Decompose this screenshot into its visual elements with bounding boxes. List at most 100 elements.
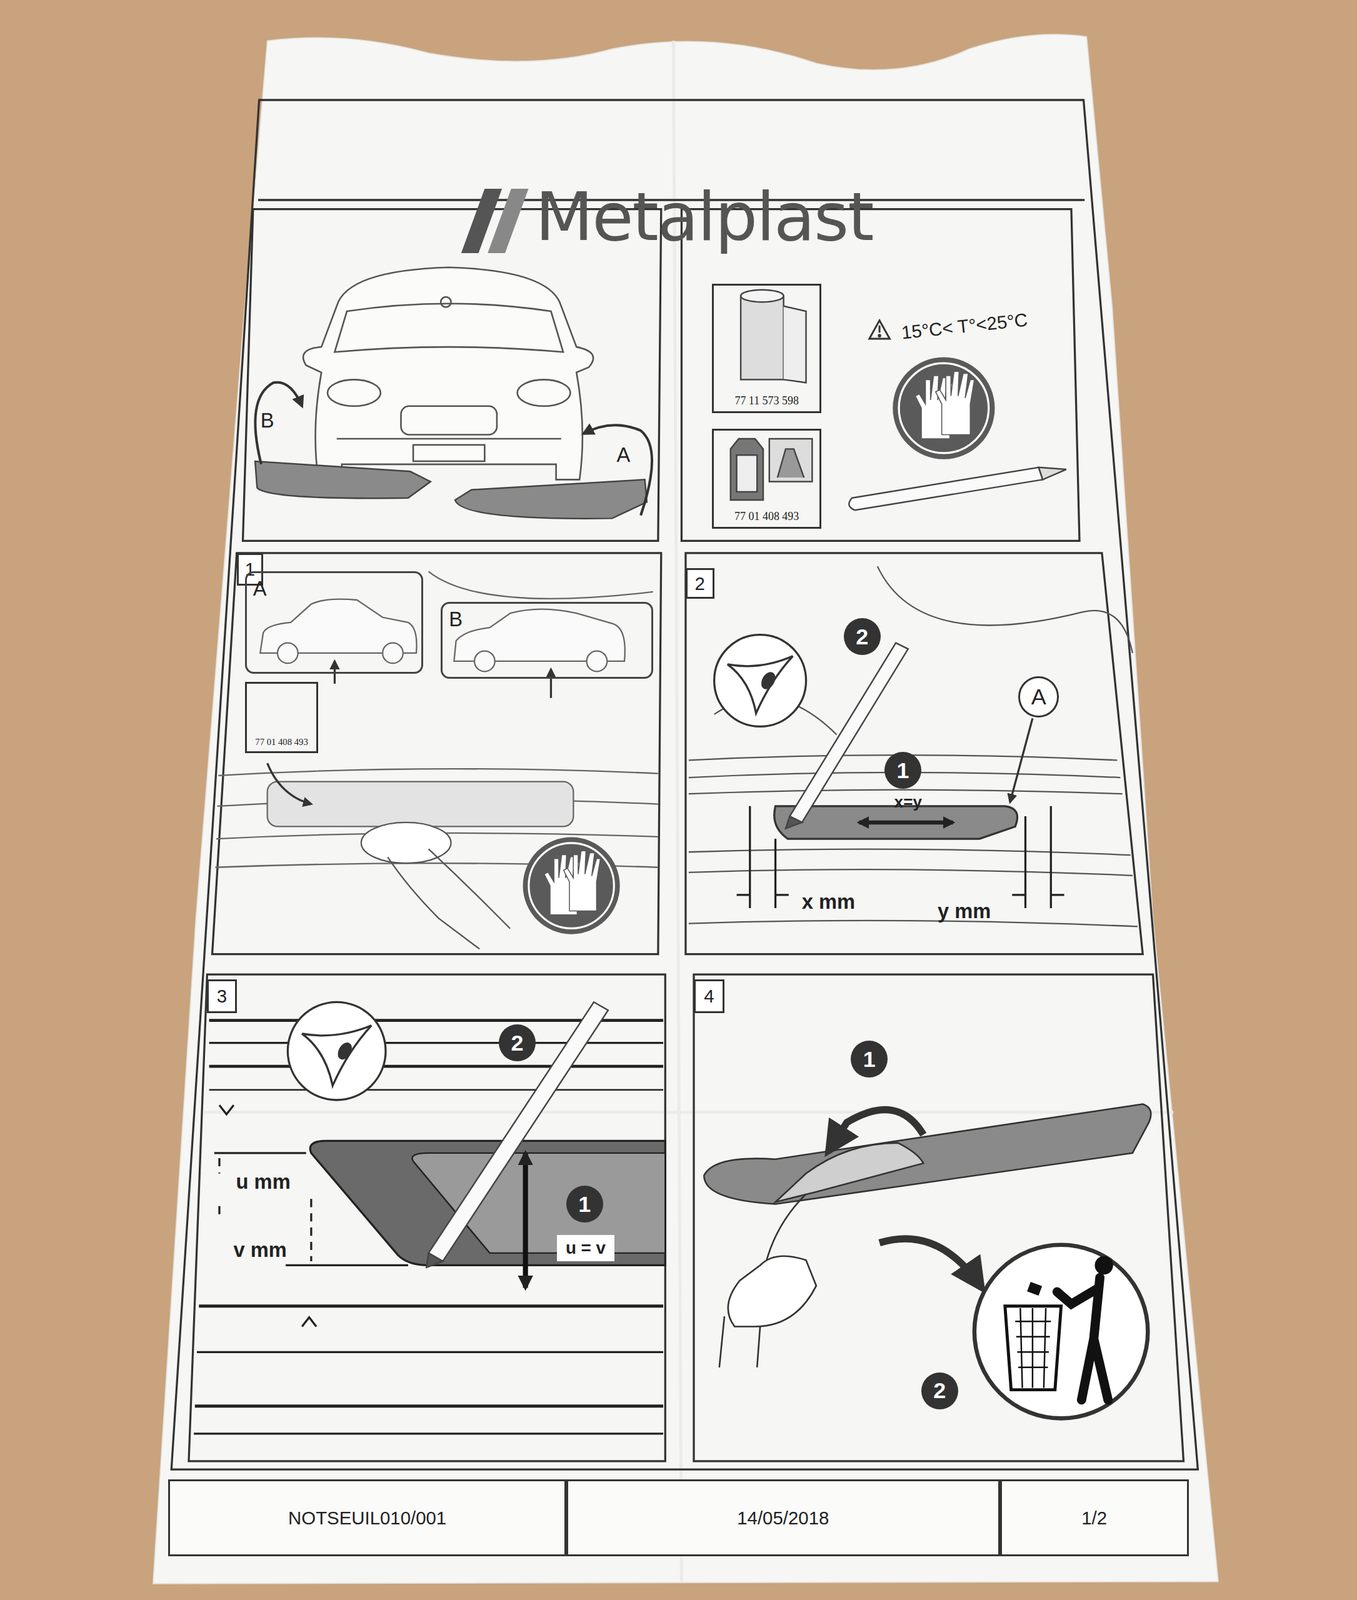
panel-frames-part bbox=[685, 553, 1143, 955]
step2-drawing-part bbox=[877, 566, 1133, 654]
node-text: 2 bbox=[933, 1377, 946, 1404]
gloves-icon-part bbox=[935, 371, 975, 435]
step3-drawing bbox=[193, 1020, 666, 1434]
panel-frames-part bbox=[693, 974, 1184, 1462]
node-text: A bbox=[1031, 683, 1047, 711]
step2-drawing-part bbox=[688, 920, 1138, 927]
paper-sheet-part bbox=[153, 34, 1219, 1584]
node-text: 77 01 408 493 bbox=[734, 510, 799, 524]
gloves-icon-part bbox=[523, 837, 621, 935]
step1-drawing bbox=[215, 571, 658, 949]
trash-icon-part bbox=[1056, 1277, 1109, 1401]
panel-frames-part bbox=[171, 100, 1198, 1470]
node-text: 1 bbox=[578, 1191, 591, 1218]
callout-number: 2 bbox=[843, 618, 881, 656]
node-text: 2 bbox=[695, 573, 706, 595]
eye-symbol-part bbox=[727, 656, 793, 714]
node-text: NOTSEUIL010/001 bbox=[288, 1507, 447, 1529]
equation-tag: u = v bbox=[556, 1235, 614, 1262]
step1-drawing-part bbox=[428, 571, 654, 599]
dimension-label: x=y bbox=[894, 792, 922, 812]
gloves-icon bbox=[523, 837, 621, 935]
step3-drawing-part bbox=[209, 1065, 664, 1069]
step3-drawing-part bbox=[209, 1041, 664, 1044]
warning-triangle bbox=[869, 320, 891, 339]
cleaning-roll-icon bbox=[740, 290, 806, 384]
gloves-icon-part bbox=[892, 356, 995, 459]
eye-symbol-part bbox=[714, 635, 807, 727]
trash-icon-part bbox=[1015, 1308, 1051, 1388]
car-front-drawing-part bbox=[327, 379, 381, 406]
footer-cell: 14/05/2018 bbox=[566, 1479, 1001, 1556]
side-letter: B bbox=[260, 408, 275, 433]
pencil-marking bbox=[426, 1001, 609, 1267]
dimension-label: v mm bbox=[233, 1238, 287, 1262]
node-text: 77 01 408 493 bbox=[255, 736, 308, 748]
node-text: 4 bbox=[703, 985, 714, 1007]
pencil-icon-part bbox=[848, 467, 1043, 511]
footer-cell: 1/2 bbox=[1000, 1479, 1189, 1556]
callout-number: 2 bbox=[921, 1372, 959, 1410]
node-text: 2 bbox=[855, 623, 869, 651]
step2-drawing-part bbox=[688, 849, 1131, 856]
step3-drawing-part bbox=[214, 1153, 409, 1266]
temperature-note: 15°C< T°<25°C bbox=[900, 309, 1029, 344]
step4-drawing-part bbox=[728, 1256, 817, 1327]
step-number-box: 2 bbox=[685, 568, 715, 599]
step1-arrows-part bbox=[550, 669, 552, 699]
step1-arrows-part bbox=[267, 763, 312, 804]
dimension-label: u mm bbox=[236, 1170, 291, 1194]
callout-number: 2 bbox=[498, 1024, 536, 1062]
leader-line bbox=[1010, 718, 1033, 802]
panel-frames-part bbox=[212, 553, 662, 955]
panel-frames-part bbox=[681, 209, 1080, 542]
trash-icon bbox=[974, 1245, 1148, 1419]
pencil-icon bbox=[848, 467, 1066, 511]
node-text: u = v bbox=[565, 1238, 606, 1259]
warning-triangle-part bbox=[869, 320, 891, 339]
step3-drawing-part bbox=[219, 1105, 317, 1327]
step1-drawing-part bbox=[586, 651, 608, 672]
car-front-drawing-part bbox=[401, 406, 497, 436]
step1-drawing-part bbox=[267, 781, 574, 827]
degreaser-bottle-icon-part bbox=[730, 438, 764, 501]
node-text: A bbox=[253, 576, 267, 601]
step-number-box: 3 bbox=[206, 979, 237, 1014]
gloves-icon-part bbox=[528, 843, 614, 929]
paper-sheet bbox=[153, 34, 1219, 1584]
node-text: 2 bbox=[511, 1030, 524, 1057]
peel-arrows bbox=[828, 1110, 982, 1289]
placement-arrows-part bbox=[255, 382, 302, 465]
paper-sheet-part bbox=[203, 1110, 1174, 1114]
step2-drawing-part bbox=[688, 869, 1133, 876]
pencil-marking-part bbox=[785, 816, 802, 829]
callout-number: 1 bbox=[850, 1040, 888, 1078]
car-front-drawing bbox=[303, 267, 594, 481]
step3-drawing-part bbox=[193, 1432, 664, 1435]
cleaning-roll-icon-part bbox=[740, 295, 784, 380]
step3-drawing-part bbox=[196, 1351, 664, 1354]
placement-arrows-part bbox=[583, 425, 652, 516]
node-text: B bbox=[448, 607, 463, 631]
u-equals-v-arrow bbox=[523, 1153, 529, 1289]
step4-drawing-part bbox=[719, 1316, 761, 1368]
step3-drawing-part bbox=[195, 1404, 664, 1408]
step1-drawing-part bbox=[387, 848, 511, 949]
door-sill-plates bbox=[255, 461, 647, 519]
step1-drawing-part bbox=[474, 651, 496, 672]
paper-sheet-part bbox=[673, 40, 682, 1582]
eye-symbol bbox=[714, 635, 807, 727]
step3-drawing-part bbox=[310, 1140, 666, 1266]
eye-symbol bbox=[287, 1001, 386, 1101]
trash-icon-part bbox=[1005, 1306, 1062, 1391]
warning-triangle-part bbox=[878, 335, 881, 337]
logo-mark bbox=[461, 188, 529, 254]
node-text: 77 11 573 598 bbox=[734, 394, 799, 408]
footer-cell: NOTSEUIL010/001 bbox=[168, 1479, 567, 1556]
car-front-drawing-part bbox=[517, 379, 571, 406]
cleaning-roll-icon-part bbox=[740, 290, 784, 303]
gloves-icon-part bbox=[898, 363, 989, 454]
step4-drawing-part bbox=[775, 1143, 924, 1203]
step-number-box: 4 bbox=[693, 979, 725, 1014]
